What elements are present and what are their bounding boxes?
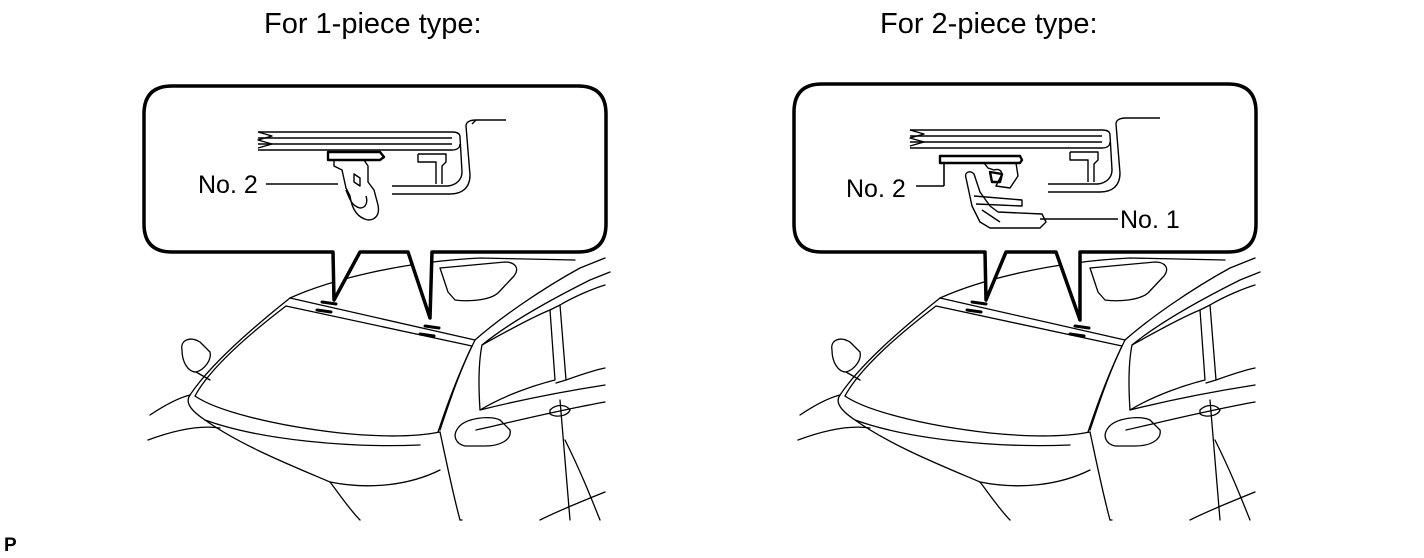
label-no1-right: No. 1 [1120, 206, 1180, 234]
label-no2-left: No. 2 [198, 171, 258, 199]
leader-line-no2-right [916, 164, 945, 187]
label-no2-right: No. 2 [846, 175, 906, 203]
corner-mark: P [4, 535, 17, 556]
car-illustration-left [146, 256, 612, 522]
panel-left-title: For 1-piece type: [264, 8, 482, 40]
callout-bubble-left [142, 84, 608, 320]
car-illustration-right [796, 256, 1262, 522]
clip-detail-right [909, 117, 1160, 229]
callout-bubble-right [792, 82, 1258, 322]
clip-detail-left [257, 119, 506, 221]
panel-right-title: For 2-piece type: [880, 8, 1098, 40]
